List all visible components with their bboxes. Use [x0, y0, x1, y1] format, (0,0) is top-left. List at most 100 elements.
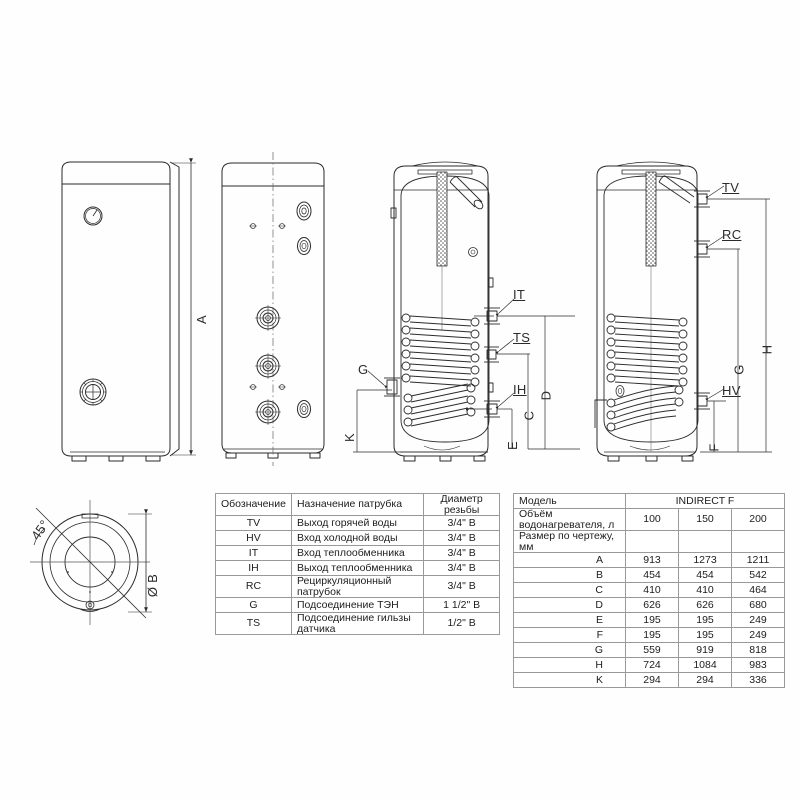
callout-TV: TV: [722, 180, 740, 195]
table-row: G 559 919 818: [513, 642, 785, 658]
dim-code: F: [513, 627, 626, 643]
header-purpose: Назначение патрубка: [290, 493, 425, 516]
dim-value: 818: [731, 642, 785, 658]
dim-value: 336: [731, 672, 785, 688]
table-row-volume: Объём водонагревателя, л 100 150 200: [513, 508, 785, 531]
port-purpose: Рециркуляционный патрубок: [290, 575, 425, 598]
table-row: E 195 195 249: [513, 612, 785, 628]
size-blank: [731, 530, 785, 553]
dim-value: 626: [625, 597, 679, 613]
heat-exchanger-coil: [401, 313, 480, 387]
model-label: Модель: [513, 493, 626, 509]
port-thread: 3/4" В: [423, 545, 500, 561]
view-front-outline: [61, 161, 180, 462]
dim-value: 724: [625, 657, 679, 673]
table-row: TV Выход горячей воды 3/4" В: [215, 515, 500, 531]
dim-code: K: [513, 672, 626, 688]
dim-value: 1211: [731, 552, 785, 568]
table-row: F 195 195 249: [513, 627, 785, 643]
callout-RC: RC: [722, 227, 742, 242]
port-code: G: [215, 597, 292, 613]
table-row-header: Обозначение Назначение патрубка Диаметр …: [215, 493, 500, 516]
dim-value: 680: [731, 597, 785, 613]
dim-code: H: [513, 657, 626, 673]
callout-diameter-B: Ø B: [145, 573, 161, 598]
dim-value: 559: [625, 642, 679, 658]
port-purpose: Вход холодной воды: [290, 530, 425, 546]
port-thread: 3/4" В: [423, 515, 500, 531]
size-label: Размер по чертежу, мм: [513, 530, 626, 553]
dim-value: 542: [731, 567, 785, 583]
dim-value: 410: [625, 582, 679, 598]
volume-value: 100: [625, 508, 679, 531]
top-inlet-pipe: [449, 176, 484, 210]
ports-designation-table: Обозначение Назначение патрубка Диаметр …: [215, 493, 500, 635]
ports-table-body: Обозначение Назначение патрубка Диаметр …: [215, 493, 500, 635]
volume-value: 150: [678, 508, 732, 531]
callout-K: K: [341, 433, 357, 442]
model-name: INDIRECT F: [625, 493, 785, 509]
section-right-badge: [615, 385, 625, 397]
front-flange-icon: [79, 378, 107, 406]
callout-IH: IH: [513, 382, 527, 397]
callout-TS: TS: [513, 330, 531, 345]
dim-code: C: [513, 582, 626, 598]
dim-value: 1273: [678, 552, 732, 568]
dim-lines-view3: [353, 298, 580, 453]
table-row: D 626 626 680: [513, 597, 785, 613]
model-dimensions-table: Модель INDIRECT F Объём водонагревателя,…: [513, 493, 785, 688]
header-thread: Диаметр резьбы: [423, 493, 500, 516]
top-outlet-pipe-right: [658, 175, 695, 204]
anode-rod: [436, 171, 448, 330]
header-designation: Обозначение: [215, 493, 292, 516]
callout-IT: IT: [513, 287, 526, 302]
size-blank: [625, 530, 679, 553]
table-row-size-label: Размер по чертежу, мм: [513, 530, 785, 553]
dim-value: 919: [678, 642, 732, 658]
rear-center-ports: [255, 305, 281, 425]
port-code: RC: [215, 575, 292, 598]
dim-lines-view4: [700, 185, 772, 453]
port-purpose: Выход теплообменника: [290, 560, 425, 576]
port-purpose: Подсоединение ТЭН: [290, 597, 425, 613]
port-thread: 3/4" В: [423, 530, 500, 546]
dim-code: D: [513, 597, 626, 613]
rear-small-bolts: [249, 223, 286, 390]
table-row: A 913 1273 1211: [513, 552, 785, 568]
table-row: HV Вход холодной воды 3/4" В: [215, 530, 500, 546]
table-row: B 454 454 542: [513, 567, 785, 583]
callout-C: C: [521, 410, 537, 421]
port-code: HV: [215, 530, 292, 546]
callout-G-left: G: [358, 362, 369, 377]
connector-side-small: [390, 207, 494, 393]
section-left-badge: [468, 247, 478, 257]
anode-rod-right: [645, 171, 657, 267]
dim-value: 195: [625, 612, 679, 628]
port-code: TV: [215, 515, 292, 531]
view-section-right: [596, 161, 699, 462]
dim-value: 454: [625, 567, 679, 583]
volume-value: 200: [731, 508, 785, 531]
dim-value: 626: [678, 597, 732, 613]
dim-value: 464: [731, 582, 785, 598]
heat-exchanger-coil-right: [606, 313, 688, 387]
callout-G-right: G: [731, 364, 747, 375]
dim-value: 1084: [678, 657, 732, 673]
dim-value: 195: [625, 627, 679, 643]
lower-inclined-tubes: [403, 383, 476, 427]
port-purpose: Выход горячей воды: [290, 515, 425, 531]
callout-D: D: [538, 390, 554, 401]
callout-HV: HV: [722, 383, 741, 398]
table-row: IT Вход теплообменника 3/4" В: [215, 545, 500, 561]
dim-value: 249: [731, 627, 785, 643]
dim-code: G: [513, 642, 626, 658]
callout-A: A: [193, 315, 209, 324]
table-row: TS Подсоединение гильзы датчика 1/2" В: [215, 612, 500, 635]
view-top-circle: [30, 500, 152, 625]
dim-value: 249: [731, 612, 785, 628]
port-thread: 1/2" В: [423, 612, 500, 635]
connector-IT: [474, 307, 500, 325]
volume-label: Объём водонагревателя, л: [513, 508, 626, 531]
dim-value: 983: [731, 657, 785, 673]
